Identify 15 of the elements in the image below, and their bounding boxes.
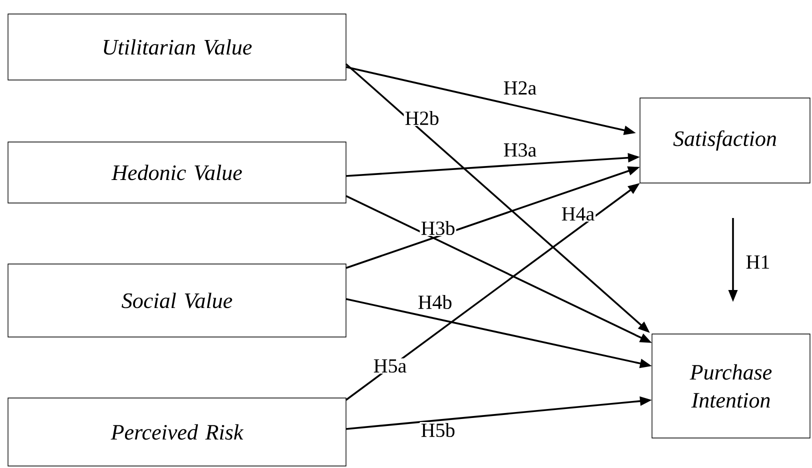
edge-label: H4a (560, 206, 596, 222)
edge-label: H3b (420, 220, 456, 236)
variable-box: Satisfaction (640, 98, 810, 184)
edge-label: H3a (502, 142, 538, 158)
edge-label: H2a (502, 80, 538, 96)
edge-label: H5b (420, 422, 456, 438)
variable-box: Social Value (8, 264, 346, 338)
variable-box: Purchase Intention (652, 334, 810, 438)
variable-box: Hedonic Value (8, 142, 346, 204)
variable-box: Perceived Risk (8, 398, 346, 466)
edge-label: H4b (416, 294, 454, 310)
edge-label: H5a (372, 358, 408, 374)
edge-label: H1 (744, 254, 772, 270)
edge-label: H2b (404, 110, 440, 126)
variable-box: Utilitarian Value (8, 14, 346, 80)
